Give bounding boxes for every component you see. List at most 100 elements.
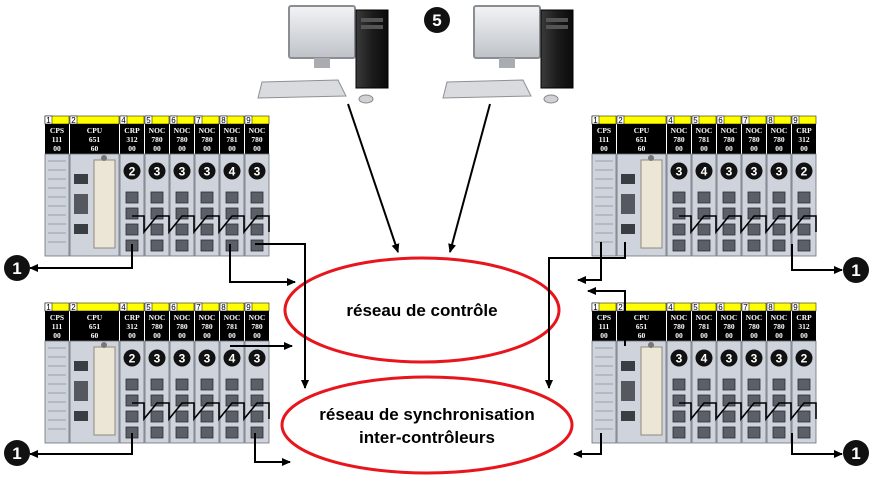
ethernet-port <box>772 191 786 204</box>
ethernet-port <box>697 207 711 220</box>
module-badge: 2 <box>795 349 813 367</box>
module-badge-label: 2 <box>129 352 136 366</box>
br-sync-link <box>573 433 602 458</box>
module-label: NOC <box>696 126 713 135</box>
module-wiring <box>132 402 270 422</box>
module-label: NOC <box>771 313 788 322</box>
module-badge-label: 3 <box>179 165 186 179</box>
module-label: CPS <box>50 126 64 135</box>
ethernet-port <box>697 191 711 204</box>
slot-number: 2 <box>71 303 76 312</box>
module-label: 00 <box>203 144 211 153</box>
ethernet-port <box>125 191 139 204</box>
module-label: NOC <box>199 126 216 135</box>
tl-ext-link <box>29 244 133 272</box>
module-badge: 3 <box>745 349 763 367</box>
module-label: 00 <box>775 331 783 340</box>
ethernet-port <box>797 410 811 423</box>
slot-number: 5 <box>693 303 698 312</box>
module-badge: 3 <box>720 349 738 367</box>
ethernet-port <box>125 378 139 391</box>
slot-number: 4 <box>668 116 673 125</box>
module-label: 00 <box>128 331 136 340</box>
ethernet-port <box>250 378 264 391</box>
module-label: 312 <box>798 135 810 144</box>
module-badge: 3 <box>148 162 166 180</box>
module-label: NOC <box>174 313 191 322</box>
ethernet-port <box>250 223 264 236</box>
ethernet-port <box>697 239 711 252</box>
ethernet-port <box>250 410 264 423</box>
module-label: 00 <box>128 144 136 153</box>
module-badge-label: 3 <box>254 165 261 179</box>
keyboard <box>257 79 347 99</box>
module-label: 00 <box>53 144 61 153</box>
module-label: 00 <box>725 144 733 153</box>
module-badge: 3 <box>248 349 266 367</box>
slot-number: 5 <box>146 116 151 125</box>
module-badge: 4 <box>223 162 241 180</box>
slot-number: 1 <box>593 303 598 312</box>
ethernet-port <box>672 207 686 220</box>
badge-external-bl: 1 <box>4 440 30 466</box>
ethernet-port <box>747 410 761 423</box>
module-badge-label: 3 <box>154 165 161 179</box>
ethernet-port <box>200 394 214 407</box>
module-label: CRP <box>124 126 140 135</box>
module-badge-label: 2 <box>801 352 808 366</box>
slot-number: 9 <box>793 303 798 312</box>
ethernet-port <box>672 410 686 423</box>
ethernet-port <box>225 239 239 252</box>
drive-bay <box>546 18 568 22</box>
module-label: NOC <box>249 313 266 322</box>
module-label: 111 <box>52 322 63 331</box>
badge-external-br: 1 <box>843 440 869 466</box>
module-badge-label: 3 <box>204 165 211 179</box>
module-label: 00 <box>178 331 186 340</box>
ethernet-port <box>672 191 686 204</box>
module-label: 00 <box>153 144 161 153</box>
ethernet-port <box>200 207 214 220</box>
module-label: 00 <box>178 144 186 153</box>
ethernet-port <box>722 394 736 407</box>
ethernet-port <box>672 426 686 439</box>
ethernet-port <box>797 207 811 220</box>
module-label: 00 <box>600 331 608 340</box>
module-label: 780 <box>151 135 163 144</box>
module-badge: 3 <box>720 162 738 180</box>
sync-network-label-line1: réseau de synchronisation <box>319 405 534 424</box>
ethernet-port <box>150 426 164 439</box>
module-label: CRP <box>124 313 140 322</box>
module-label: CRP <box>796 313 812 322</box>
module-label: 780 <box>673 135 685 144</box>
ethernet-port <box>772 426 786 439</box>
ethernet-port <box>747 239 761 252</box>
slot-number: 6 <box>718 303 723 312</box>
ethernet-port <box>772 239 786 252</box>
ethernet-port <box>722 378 736 391</box>
mouse <box>543 94 559 104</box>
ethernet-port <box>797 239 811 252</box>
badge-external-label: 1 <box>12 444 21 463</box>
module-label: 780 <box>176 322 188 331</box>
ethernet-port <box>672 223 686 236</box>
module-label: 00 <box>203 331 211 340</box>
slot-number: 6 <box>171 303 176 312</box>
ethernet-port <box>250 426 264 439</box>
module-label: 312 <box>126 322 138 331</box>
ethernet-port <box>250 394 264 407</box>
module-label: CRP <box>796 126 812 135</box>
ethernet-port <box>150 191 164 204</box>
ethernet-port <box>747 378 761 391</box>
tower <box>355 9 389 89</box>
module-badge: 3 <box>173 349 191 367</box>
module-label: NOC <box>746 313 763 322</box>
ethernet-port <box>772 410 786 423</box>
